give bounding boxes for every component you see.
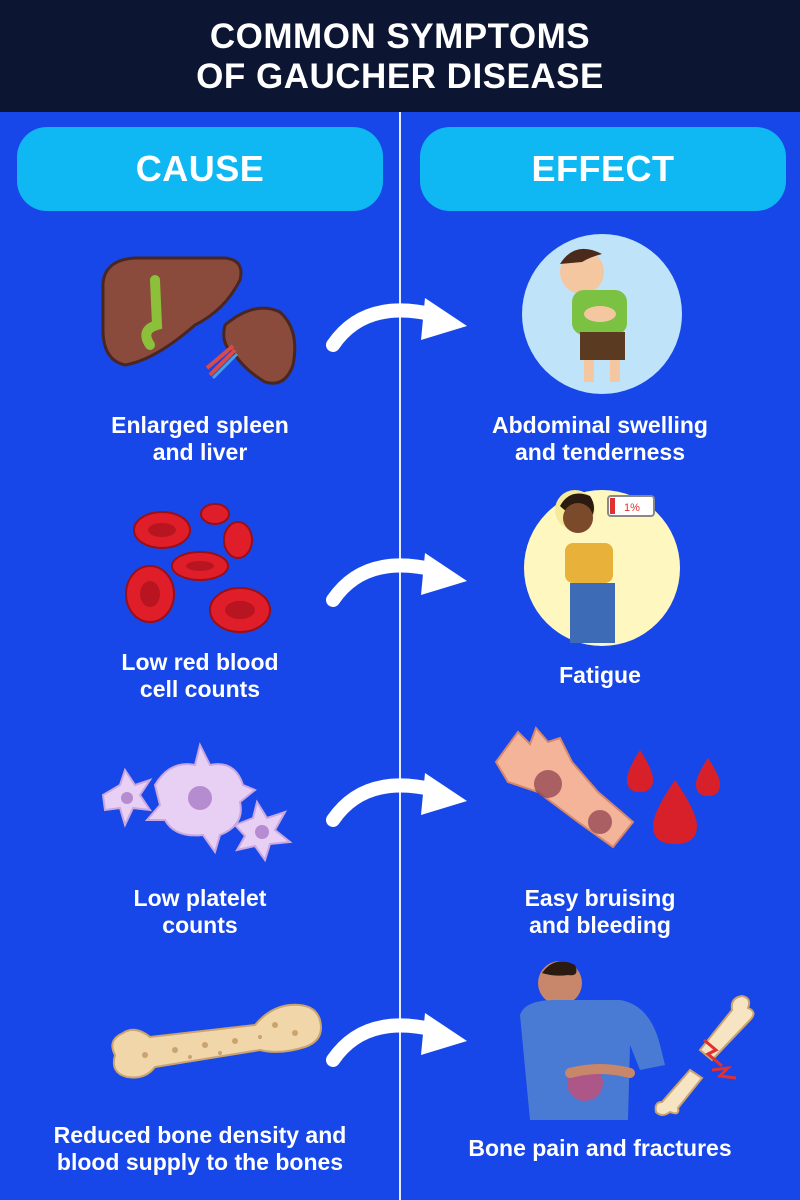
page-header: COMMON SYMPTOMS OF GAUCHER DISEASE <box>0 0 800 112</box>
cause-text-line: and liver <box>152 439 248 465</box>
effect-text-line: and bleeding <box>529 912 671 938</box>
curved-arrow-icon <box>326 1013 467 1067</box>
cause-label: Enlarged spleen and liver <box>10 412 390 466</box>
cause-text-line: Low platelet <box>133 885 267 911</box>
back-pain-icon <box>520 961 665 1120</box>
curved-arrow-icon <box>326 553 467 607</box>
title-line-1: COMMON SYMPTOMS <box>209 17 591 56</box>
battery-level: 1% <box>624 502 640 514</box>
cause-text-line: Reduced bone density and <box>53 1122 347 1148</box>
effect-text-line: Bone pain and fractures <box>468 1135 732 1161</box>
child-stomachache-icon <box>522 234 682 394</box>
effect-text-line: Abdominal swelling <box>492 412 708 438</box>
effect-text-line: Fatigue <box>559 662 641 688</box>
cause-text-line: counts <box>162 912 238 938</box>
cause-label: Low platelet counts <box>10 885 390 939</box>
effect-label: Abdominal swelling and tenderness <box>410 412 790 466</box>
curved-arrow-icon <box>326 773 467 827</box>
bruised-arm-icon <box>494 726 635 849</box>
effect-heading: EFFECT <box>420 127 786 211</box>
effect-label: Easy bruising and bleeding <box>410 885 790 939</box>
cause-text-line: cell counts <box>139 676 261 702</box>
effect-label: Fatigue <box>410 662 790 689</box>
cause-text-line: Low red blood <box>121 649 279 675</box>
broken-bone-icon <box>654 994 755 1116</box>
cause-text-line: blood supply to the bones <box>56 1149 344 1175</box>
column-divider <box>399 112 401 1200</box>
cause-label: Reduced bone density and blood supply to… <box>10 1122 390 1176</box>
cause-label: Low red blood cell counts <box>10 649 390 703</box>
liver-spleen-icon <box>101 256 297 385</box>
cause-heading: CAUSE <box>17 127 383 211</box>
effect-text-line: and tenderness <box>515 439 685 465</box>
title-line-2: OF GAUCHER DISEASE <box>196 57 604 96</box>
blood-drops-icon <box>627 750 720 844</box>
curved-arrow-icon <box>326 298 467 352</box>
red-blood-cells-icon <box>125 503 271 633</box>
tired-woman-icon: 1% <box>524 490 680 646</box>
effect-text-line: Easy bruising <box>524 885 676 911</box>
bone-icon <box>111 1003 322 1079</box>
platelets-icon <box>101 742 293 863</box>
cause-text-line: Enlarged spleen <box>111 412 289 438</box>
effect-label: Bone pain and fractures <box>410 1135 790 1162</box>
